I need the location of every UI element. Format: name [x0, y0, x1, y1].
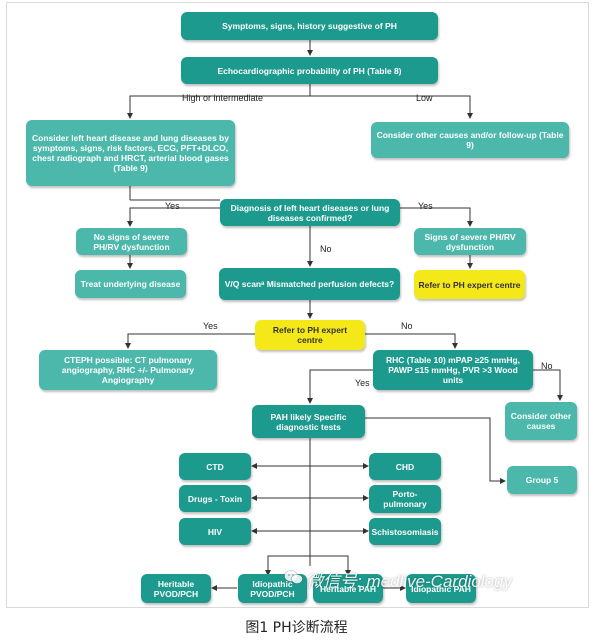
label-yes-vq: Yes	[203, 321, 218, 331]
node-vq: V/Q scanᵃ Mismatched perfusion defects?	[219, 268, 400, 300]
node-cteph: CTEPH possible: CT pulmonary angiography…	[39, 350, 217, 390]
label-no-rhc: No	[541, 361, 553, 371]
node-rhc: RHC (Table 10) mPAP ≥25 mmHg, PAWP ≤15 m…	[373, 350, 533, 390]
label-yes-left: Yes	[165, 201, 180, 211]
node-consider-other-top: Consider other causes and/or follow-up (…	[371, 122, 569, 158]
node-porto: Porto-pulmonary	[369, 485, 441, 513]
watermark: 微信号: medlive-Cardiology	[306, 572, 512, 591]
node-echo: Echocardiographic probability of PH (Tab…	[181, 57, 438, 84]
edge-rhc-no	[533, 369, 563, 401]
node-consider-other-bottom: Consider other causes	[505, 402, 577, 440]
edge-to-heritable-pah	[310, 555, 351, 576]
node-symptoms: Symptoms, signs, history suggestive of P…	[181, 12, 438, 40]
edge-echo-low	[310, 95, 473, 119]
node-hiv: HIV	[179, 518, 251, 545]
edge-refer-no	[365, 333, 458, 349]
edge-diag-yes-right	[400, 207, 473, 227]
node-drugs: Drugs - Toxin	[179, 485, 251, 512]
node-treat: Treat underlying disease	[75, 270, 186, 298]
edge-echo-high	[127, 84, 311, 119]
node-heritable-pah: Heritable PAH	[313, 574, 383, 603]
node-group5: Group 5	[507, 466, 577, 494]
node-consider-left: Consider left heart disease and lung dis…	[26, 120, 235, 186]
label-yes-right: Yes	[418, 201, 433, 211]
node-signs-severe: Signs of severe PH/RV dysfunction	[414, 228, 526, 255]
edge-diag-yes-left	[127, 207, 220, 227]
edge-pah-group5	[365, 417, 506, 484]
figure-caption: 图1 PH诊断流程	[245, 620, 348, 636]
node-diagnosis: Diagnosis of left heart diseases or lung…	[220, 199, 400, 226]
label-no-vq: No	[401, 321, 413, 331]
label-yes-rhc: Yes	[355, 378, 370, 388]
label-no-diag: No	[320, 244, 332, 254]
node-refer-1: Refer to PH expert centre	[414, 270, 525, 299]
node-no-signs: No signs of severe PH/RV dysfunction	[76, 228, 187, 255]
wechat-icon	[284, 570, 303, 584]
node-schisto: Schistosomiasis	[369, 518, 441, 545]
label-high: High or intermediate	[182, 93, 264, 103]
node-chd: CHD	[369, 453, 441, 480]
edge-refer-yes	[125, 333, 255, 349]
node-idiopathic-pah: Idiopathic PAH	[406, 574, 476, 603]
diagram-frame	[6, 2, 589, 608]
node-heritable-pvod: Heritable PVOD/PCH	[141, 574, 211, 603]
edge-rhc-yes	[307, 369, 373, 404]
node-ctd: CTD	[179, 453, 251, 480]
edge-to-idiopathic-pvod	[265, 555, 310, 576]
node-refer-2: Refer to PH expert centre	[255, 320, 365, 350]
label-low: Low	[416, 93, 433, 103]
node-pah-likely: PAH likely Specific diagnostic tests	[252, 405, 365, 438]
